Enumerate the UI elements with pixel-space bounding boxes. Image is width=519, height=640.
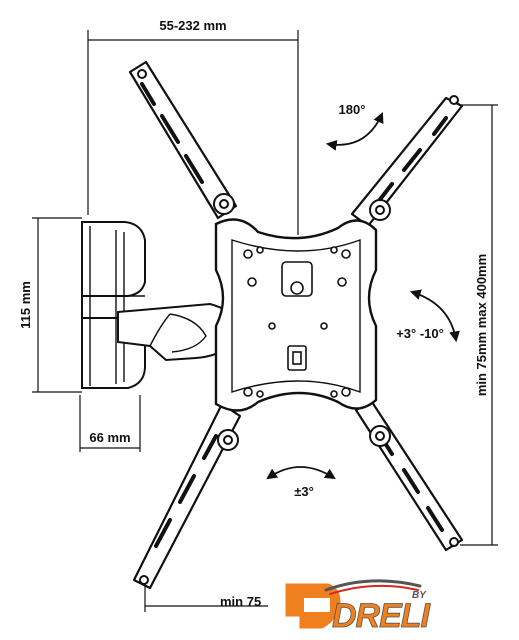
center-holes: [243, 246, 351, 398]
dimension-lines: [32, 30, 498, 612]
dreli-logo: DRELI BY: [268, 579, 444, 635]
arm-extension-label: 55-232 mm: [159, 18, 226, 33]
bracket-depth-label: 66 mm: [89, 430, 130, 445]
vesa-vertical-label: min 75mm max 400mm: [474, 254, 489, 396]
center-plate: [214, 218, 378, 412]
logo-tag: BY: [412, 590, 427, 601]
swivel-label: 180°: [339, 102, 366, 117]
arm-knobs: [137, 69, 459, 585]
wall-plate: [81, 221, 146, 389]
rotation-arrows: [266, 112, 460, 480]
tilt-label: +3° -10°: [396, 326, 444, 341]
bracket-height-label: 115 mm: [18, 281, 33, 329]
level-label: ±3°: [294, 484, 314, 499]
vesa-horizontal-label: min 75: [220, 594, 261, 609]
logo-text: DRELI: [332, 597, 432, 635]
